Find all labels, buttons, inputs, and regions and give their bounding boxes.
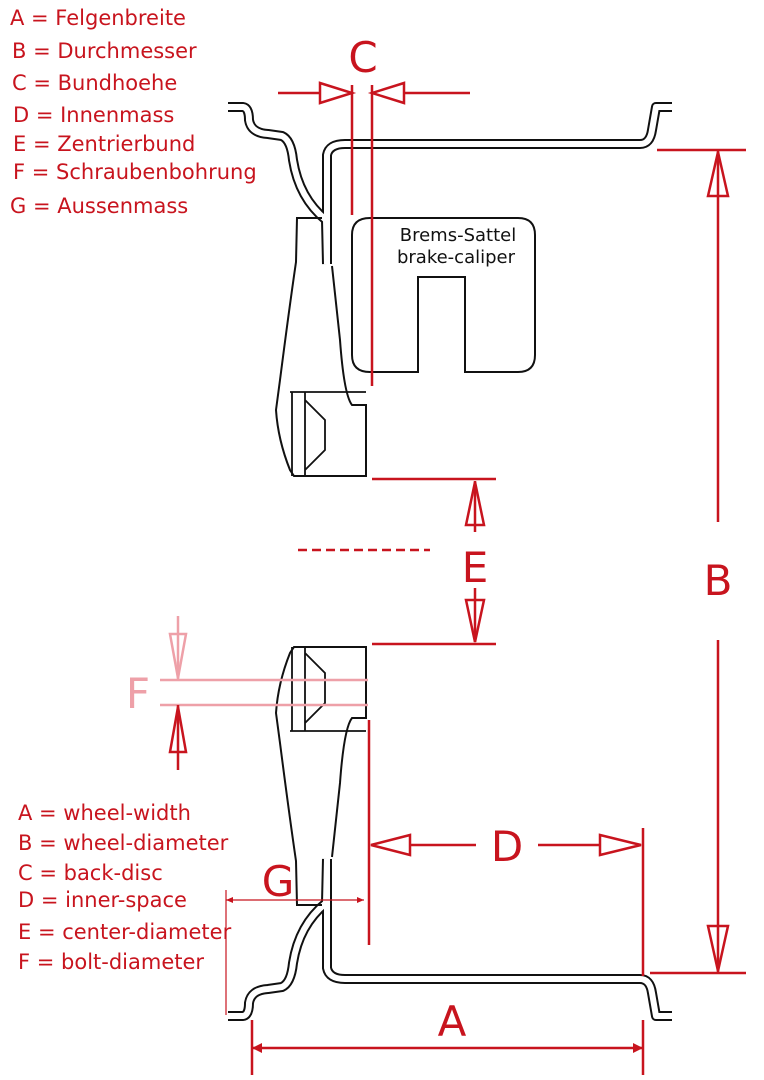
dimension-b: B [650, 148, 746, 975]
label-f: F [126, 669, 150, 718]
legend-item: B = Durchmesser [12, 39, 197, 63]
dimension-f: F [126, 616, 368, 770]
legend-item: A = Felgenbreite [10, 6, 186, 30]
caliper-label-en: brake-caliper [397, 247, 516, 268]
legend-item: C = Bundhoehe [12, 71, 177, 95]
label-g: G [262, 857, 295, 906]
legend-item: F = Schraubenbohrung [13, 160, 257, 184]
label-b: B [704, 556, 733, 605]
legend-item: G = Aussenmass [10, 194, 188, 218]
dimension-d: D [367, 720, 645, 976]
caliper-label-de: Brems-Sattel [400, 225, 516, 246]
legend-item: C = back-disc [18, 861, 163, 885]
legend-item: E = Zentrierbund [13, 132, 195, 156]
legend-item: D = inner-space [18, 888, 187, 912]
legend-item: F = bolt-diameter [18, 950, 204, 974]
label-d: D [491, 822, 523, 871]
dimension-a: A [250, 997, 645, 1075]
dimension-c: C [278, 33, 470, 386]
brake-caliper [351, 217, 536, 373]
wheel-profile-bottom [228, 647, 672, 1016]
legend-item: A = wheel-width [18, 801, 191, 825]
label-c: C [348, 33, 377, 82]
legend-german: A = Felgenbreite B = Durchmesser C = Bun… [10, 6, 257, 218]
dimension-g: G [225, 857, 364, 1015]
legend-english: A = wheel-width B = wheel-diameter C = b… [18, 801, 232, 974]
legend-item: E = center-diameter [18, 920, 232, 944]
legend-item: D = Innenmass [13, 103, 174, 127]
label-a: A [438, 997, 467, 1046]
legend-item: B = wheel-diameter [18, 831, 229, 855]
label-e: E [462, 543, 489, 592]
dimension-e: E [298, 477, 496, 646]
wheel-profile-top [228, 107, 672, 476]
